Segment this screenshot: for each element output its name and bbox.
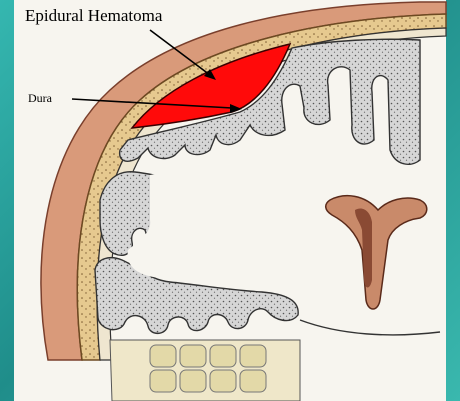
brain-outline — [300, 320, 440, 335]
ventricle-falx — [326, 196, 427, 309]
dura-label: Dura — [28, 91, 52, 106]
epidural-hematoma-label: Epidural Hematoma — [25, 6, 162, 26]
